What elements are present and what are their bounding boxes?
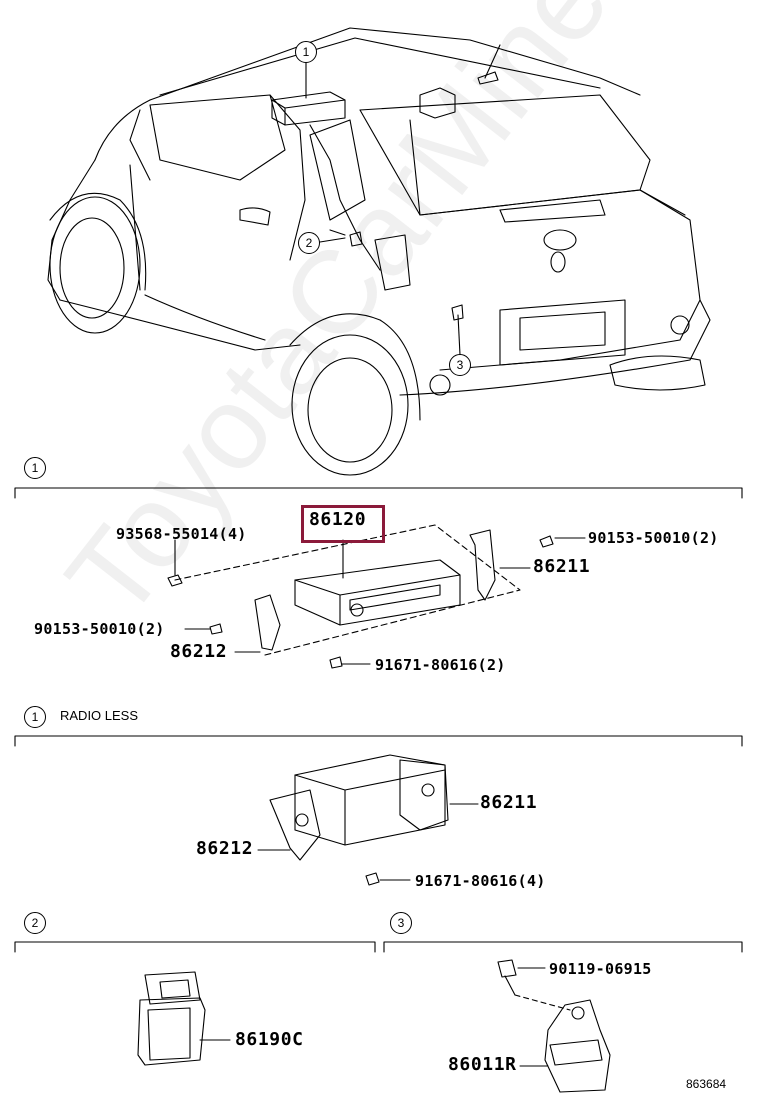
part-86212-b[interactable]: 86212 bbox=[196, 838, 254, 859]
part-86211-b[interactable]: 86211 bbox=[480, 792, 538, 813]
highlight-frame bbox=[301, 505, 385, 543]
part-91671-80616-a[interactable]: 91671-80616(2) bbox=[375, 656, 506, 674]
section-2-drawing bbox=[137, 971, 231, 1066]
section-1b-bracket bbox=[14, 735, 743, 747]
callout-3: 3 bbox=[449, 354, 471, 376]
section-1b-drawing bbox=[257, 754, 479, 886]
section-2-number: 2 bbox=[24, 912, 46, 934]
part-90153-50010-b[interactable]: 90153-50010(2) bbox=[34, 620, 165, 638]
part-90119-06915[interactable]: 90119-06915 bbox=[549, 960, 652, 978]
part-86190c[interactable]: 86190C bbox=[235, 1029, 304, 1050]
section-3-bracket bbox=[383, 941, 743, 953]
part-93568-55014[interactable]: 93568-55014(4) bbox=[116, 525, 247, 543]
section-3-number: 3 bbox=[390, 912, 412, 934]
car-illustration bbox=[47, 27, 711, 476]
part-86120[interactable]: 86120 bbox=[309, 509, 367, 530]
section-2-bracket bbox=[14, 941, 376, 953]
part-86011r[interactable]: 86011R bbox=[448, 1054, 517, 1075]
part-86211-a[interactable]: 86211 bbox=[533, 556, 591, 577]
section-1-number: 1 bbox=[24, 457, 46, 479]
part-86212-a[interactable]: 86212 bbox=[170, 641, 228, 662]
section-1-drawing bbox=[167, 524, 586, 669]
section-3-drawing bbox=[497, 959, 611, 1093]
section-1b-title: RADIO LESS bbox=[60, 708, 139, 723]
diagram-id: 863684 bbox=[686, 1077, 727, 1091]
callout-1: 1 bbox=[295, 41, 317, 63]
part-91671-80616-b[interactable]: 91671-80616(4) bbox=[415, 872, 546, 890]
part-90153-50010-a[interactable]: 90153-50010(2) bbox=[588, 529, 719, 547]
callout-2: 2 bbox=[298, 232, 320, 254]
section-1-bracket bbox=[14, 487, 743, 499]
section-1b-number: 1 bbox=[24, 706, 46, 728]
